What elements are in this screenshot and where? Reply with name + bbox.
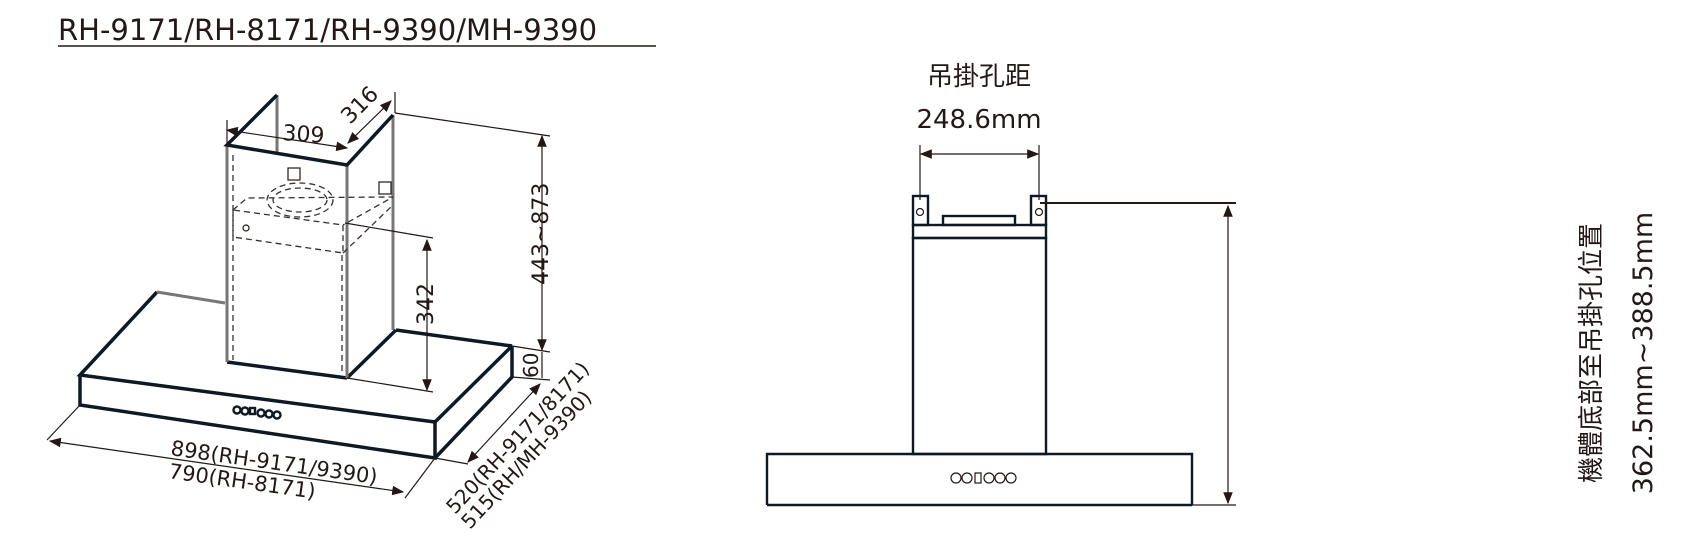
button-icon — [994, 472, 1006, 484]
hood-side-face — [433, 346, 514, 460]
hood-back-edge — [156, 290, 226, 305]
chimney-body — [911, 236, 1048, 456]
width-898-arrow — [48, 437, 405, 496]
motor-box-side — [342, 204, 394, 254]
button-icon — [1005, 472, 1017, 484]
chimney-base-front — [226, 360, 348, 380]
depth-316-arrow — [347, 100, 392, 144]
ext-line — [434, 457, 469, 465]
front-view: 吊掛孔距 248.6mm 機體底部至吊掛孔位置 362.5mm~388.5mm — [765, 62, 1659, 507]
ext-line — [394, 112, 551, 137]
button-icon — [256, 408, 266, 418]
ext-line — [346, 377, 434, 393]
bracket-icon — [287, 167, 301, 181]
front-control-buttons — [950, 472, 1017, 484]
chimney-base-right — [345, 328, 398, 380]
model-title: RH-9171/RH-8171/RH-9390/MH-9390 — [58, 13, 597, 47]
hanging-bracket-left — [911, 194, 930, 227]
button-icon — [272, 410, 282, 420]
ext-line — [511, 376, 551, 381]
keyhole-icon — [915, 207, 925, 217]
motor-box-front — [232, 209, 344, 254]
vertical-value: 362.5mm~388.5mm — [1628, 212, 1659, 494]
dim-309: 309 — [282, 121, 326, 149]
hood-back-right-edge — [395, 328, 513, 348]
duct-outlet — [941, 214, 1017, 227]
control-buttons — [232, 405, 282, 420]
dim-342: 342 — [414, 283, 439, 325]
bracket-icon — [378, 181, 392, 195]
ext-line — [511, 345, 551, 353]
duct-collar — [266, 182, 334, 218]
ext-line — [404, 457, 436, 499]
button-icon — [961, 472, 973, 484]
ext-line — [344, 222, 434, 239]
duct-collar-inner — [272, 187, 328, 213]
ext-line — [46, 404, 81, 441]
hole-spacing-label: 吊掛孔距 — [927, 62, 1031, 92]
dim-60: 60 — [519, 353, 543, 378]
isometric-view: 309 316 443~873 342 60 898(RH-9171/9390)… — [46, 82, 596, 533]
button-icon — [240, 406, 250, 416]
display-icon — [974, 472, 982, 484]
button-icon — [950, 472, 962, 484]
display-icon — [248, 406, 257, 416]
dim-316: 316 — [337, 82, 384, 129]
title-group: RH-9171/RH-8171/RH-9390/MH-9390 — [58, 13, 656, 47]
keyhole-icon — [1034, 207, 1044, 217]
dim-depth-515: 515(RH/MH-9390) — [456, 385, 596, 533]
button-icon — [983, 472, 995, 484]
hood-top-face — [80, 292, 512, 422]
screw-icon — [242, 224, 250, 232]
vertical-label: 機體底部至吊掛孔位置 — [1577, 223, 1607, 483]
top-plate — [911, 223, 1048, 240]
motor-box-top — [232, 196, 394, 226]
depth-520-arrow — [467, 383, 541, 463]
button-icon — [232, 405, 242, 415]
hood-body — [765, 452, 1194, 505]
width-309-arrow — [225, 126, 349, 152]
button-icon — [264, 409, 274, 419]
hole-spacing-value: 248.6mm — [916, 105, 1041, 135]
hood-front-face — [78, 375, 437, 461]
hanging-bracket-right — [1029, 194, 1048, 227]
dim-443-873: 443~873 — [529, 183, 554, 285]
